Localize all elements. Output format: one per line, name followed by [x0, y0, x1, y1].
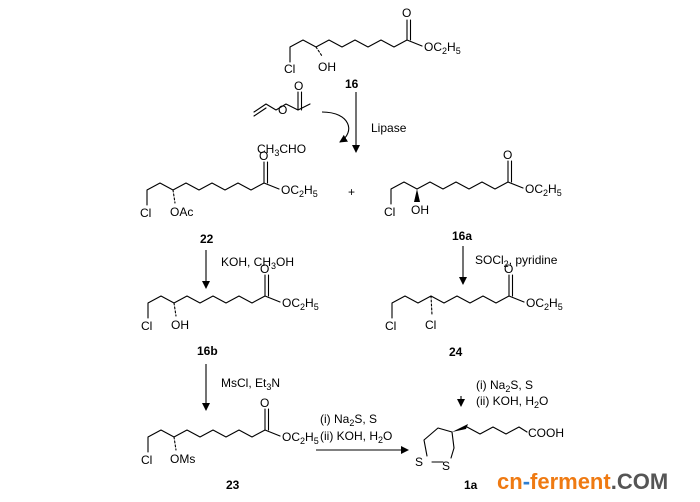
c24-number: 24: [449, 345, 463, 359]
c22-cl-label: Cl: [140, 206, 151, 220]
c22-number: 22: [200, 232, 214, 246]
c24-cl2-label: Cl: [425, 318, 436, 332]
compound-16b: Cl OH O OC2H5 16b: [141, 262, 319, 358]
c16-cl-label: Cl: [284, 62, 295, 76]
c1a-acid-label: COOH: [528, 426, 564, 440]
c16b-cl-label: Cl: [141, 319, 152, 333]
c16b-ester-label: OC2H5: [282, 296, 319, 312]
step-23-reagents-a: (i) Na2S, S: [320, 412, 377, 428]
compound-1a: S S COOH 1a: [415, 424, 564, 492]
step-22-to-16b: KOH, CH3OH: [202, 250, 294, 289]
vinyl-acetate-carbonyl-o: O: [294, 79, 303, 93]
curved-arrow: [321, 111, 350, 143]
compound-22: Cl OAc O OC2H5 22: [140, 149, 318, 246]
c16a-ester-label: OC2H5: [525, 182, 562, 198]
step-23-reagents-b: (ii) KOH, H2O: [320, 429, 392, 445]
lipase-label: Lipase: [371, 121, 407, 135]
step-16a-reagents: SOCl2, pyridine: [475, 253, 558, 269]
c23-oms-label: OMs: [170, 452, 195, 466]
c16-carbonyl-o: O: [402, 6, 411, 20]
step-16a-to-24: SOCl2, pyridine: [459, 246, 558, 285]
vinyl-acetate-o: O: [278, 103, 287, 117]
c16-oh-label: OH: [318, 60, 336, 74]
c22-oac-label: OAc: [170, 205, 193, 219]
step-16b-to-23: MsCl, Et3N: [202, 364, 280, 411]
step-24-reagents-a: (i) Na2S, S: [476, 378, 533, 394]
c1a-s2-label: S: [442, 459, 450, 473]
compound-16a: Cl OH O OC2H5 16a: [384, 148, 562, 243]
compound-24: Cl Cl O OC2H5 24: [385, 262, 563, 359]
c16b-number: 16b: [197, 344, 218, 358]
compound-23: Cl OMs O OC2H5 23: [141, 396, 319, 492]
c23-ester-label: OC2H5: [282, 430, 319, 446]
c23-number: 23: [226, 478, 240, 492]
plus-sign: +: [348, 185, 355, 199]
c16a-oh-label: OH: [411, 203, 429, 217]
c22-carbonyl-o: O: [259, 149, 268, 163]
c16a-number: 16a: [452, 229, 472, 243]
step-22-reagents: KOH, CH3OH: [221, 255, 294, 271]
c16-number: 16: [345, 77, 359, 91]
c16a-carbonyl-o: O: [503, 148, 512, 162]
watermark-text: cn-ferment.COM: [497, 469, 668, 494]
c16-ester-label: OC2H5: [424, 40, 461, 56]
step-23-to-1a: (i) Na2S, S (ii) KOH, H2O: [316, 412, 409, 454]
c16a-cl-label: Cl: [384, 205, 395, 219]
c23-carbonyl-o: O: [260, 396, 269, 410]
lipase-step: O O CH3CHO Lipase: [253, 79, 407, 158]
c1a-number: 1a: [464, 478, 478, 492]
acetaldehyde-label: CH3CHO: [257, 142, 306, 158]
step-24-reagents-b: (ii) KOH, H2O: [476, 394, 548, 410]
c22-ester-label: OC2H5: [281, 183, 318, 199]
compound-16: Cl OH O OC2H5 16: [284, 6, 461, 91]
step-24-to-1a: (i) Na2S, S (ii) KOH, H2O: [457, 378, 548, 410]
c1a-s1-label: S: [415, 455, 423, 469]
c24-ester-label: OC2H5: [526, 296, 563, 312]
watermark: cn-ferment.COM: [490, 462, 700, 502]
c23-cl-label: Cl: [141, 453, 152, 467]
c16b-carbonyl-o: O: [260, 262, 269, 276]
c16b-oh-label: OH: [171, 318, 189, 332]
c24-carbonyl-o: O: [504, 262, 513, 276]
c24-cl-label: Cl: [385, 319, 396, 333]
step-16b-reagents: MsCl, Et3N: [221, 376, 280, 392]
